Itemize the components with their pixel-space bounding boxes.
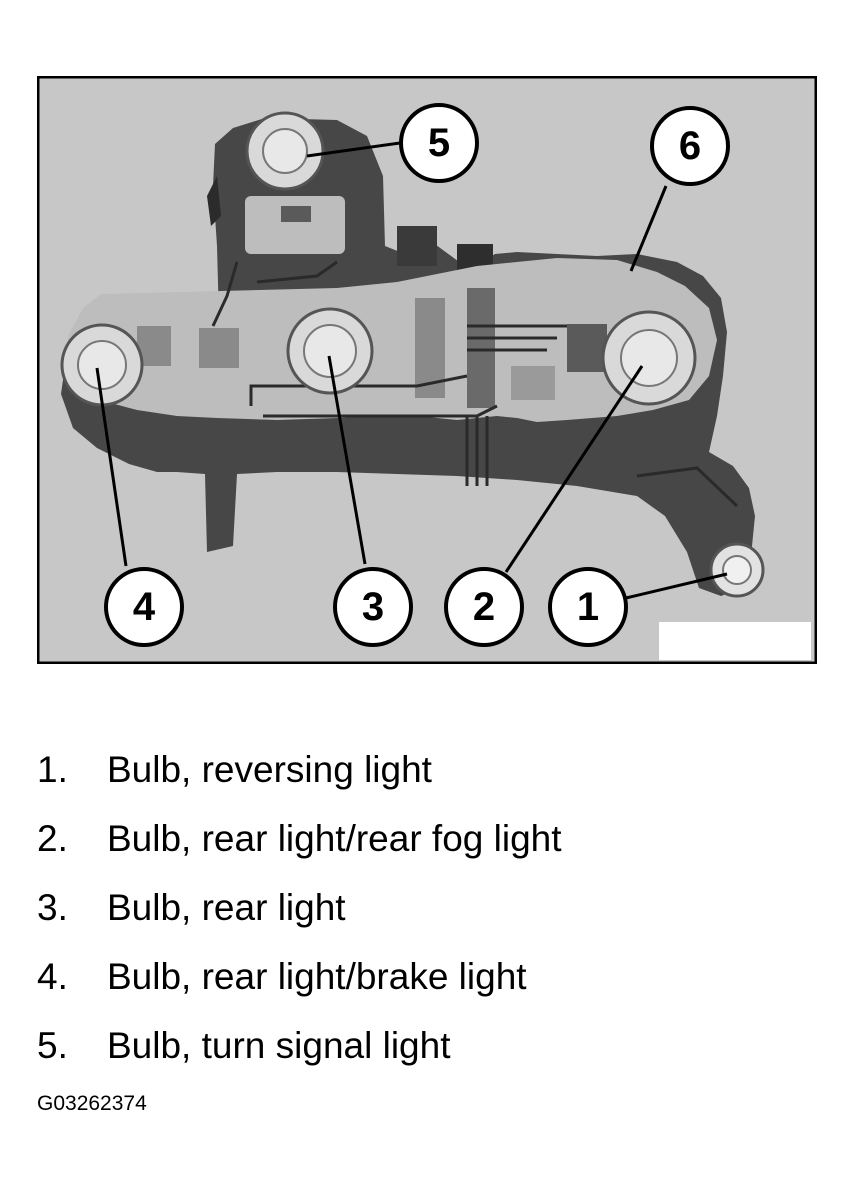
- callout-4: 4: [104, 567, 184, 647]
- legend-label: Bulb, rear light: [107, 887, 346, 928]
- legend-number: 5.: [37, 1025, 68, 1066]
- callout-5: 5: [399, 103, 479, 183]
- bulb-1: [709, 542, 765, 598]
- legend-item: 4. Bulb, rear light/brake light: [37, 942, 817, 1011]
- legend-label: Bulb, rear light/brake light: [107, 956, 527, 997]
- bulb-2: [601, 310, 697, 406]
- legend-label: Bulb, turn signal light: [107, 1025, 451, 1066]
- callout-6: 6: [650, 106, 730, 186]
- bulb-holder-figure: 5 6 4 3 2 1: [37, 76, 817, 664]
- bulb-4: [60, 323, 144, 407]
- legend-item: 3. Bulb, rear light: [37, 873, 817, 942]
- callout-1: 1: [548, 567, 628, 647]
- callout-4-number: 4: [133, 585, 156, 629]
- callout-3: 3: [333, 567, 413, 647]
- blank-patch: [659, 622, 811, 660]
- legend-list: 1. Bulb, reversing light 2. Bulb, rear l…: [37, 735, 817, 1080]
- legend-item: 5. Bulb, turn signal light: [37, 1011, 817, 1080]
- legend-label: Bulb, reversing light: [107, 749, 432, 790]
- bulb-3: [286, 307, 374, 395]
- callout-3-number: 3: [362, 585, 384, 629]
- callout-2: 2: [444, 567, 524, 647]
- legend-number: 2.: [37, 818, 68, 859]
- bulb-5: [245, 111, 325, 191]
- callout-2-number: 2: [473, 585, 495, 629]
- legend-number: 3.: [37, 887, 68, 928]
- legend-number: 4.: [37, 956, 68, 997]
- legend-number: 1.: [37, 749, 68, 790]
- callout-6-number: 6: [679, 124, 701, 168]
- legend-item: 1. Bulb, reversing light: [37, 735, 817, 804]
- callout-5-number: 5: [428, 121, 450, 165]
- legend-item: 2. Bulb, rear light/rear fog light: [37, 804, 817, 873]
- callout-1-number: 1: [577, 585, 599, 629]
- legend-label: Bulb, rear light/rear fog light: [107, 818, 562, 859]
- leader-lines: [95, 141, 728, 600]
- figure-id: G03262374: [37, 1092, 147, 1115]
